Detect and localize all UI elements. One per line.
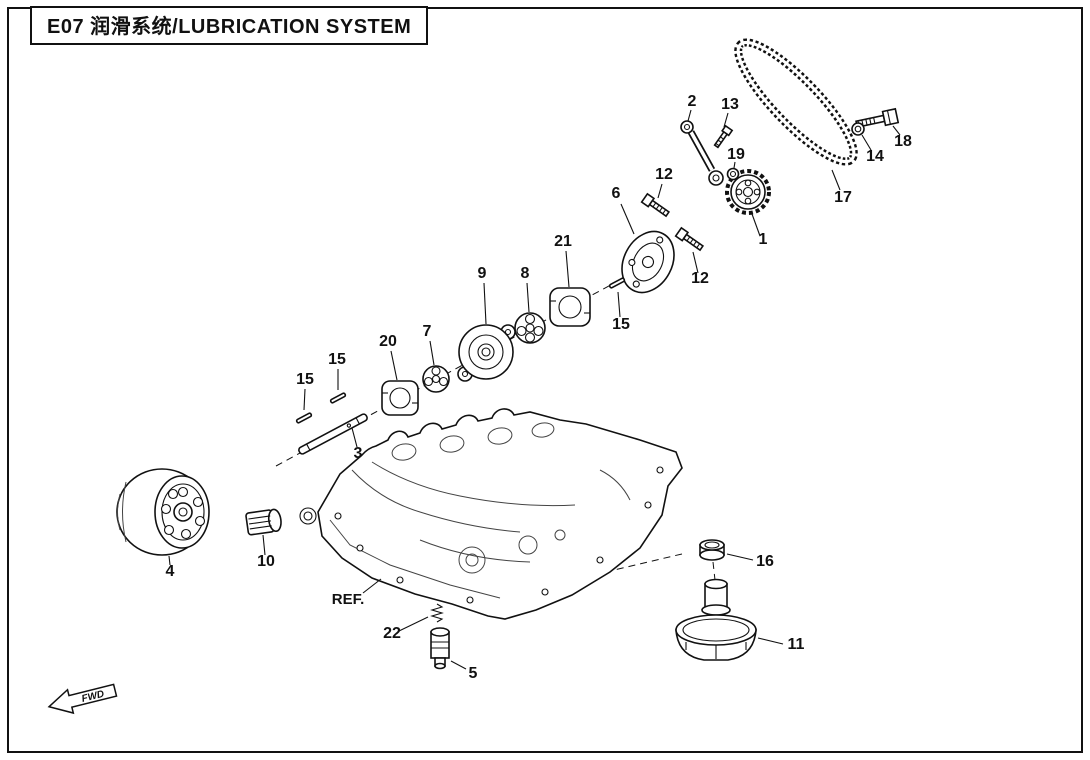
- page-title: E07 润滑系统/LUBRICATION SYSTEM: [30, 6, 429, 45]
- page-border: [7, 7, 1083, 753]
- oil-pipe: [680, 120, 724, 186]
- crankcase-ref: [299, 408, 683, 620]
- part-callout-17: 17: [834, 189, 852, 206]
- part-callout-8: 8: [521, 265, 530, 282]
- axis-line-3: [712, 561, 716, 581]
- sprocket: [725, 169, 771, 215]
- part-callout-7: 7: [423, 323, 432, 340]
- oil-strainer: [675, 578, 757, 661]
- fwd-arrow: FWD: [47, 683, 118, 715]
- relief-valve: [430, 627, 450, 670]
- oil-fitting: [245, 508, 282, 536]
- part-callout-20: 20: [379, 333, 397, 350]
- part-callout-22: 22: [383, 625, 401, 642]
- oil-filter: [116, 468, 210, 556]
- part-callout-21: 21: [554, 233, 572, 250]
- spring: [430, 603, 444, 623]
- ref-label: REF.: [332, 591, 365, 608]
- part-callout-5: 5: [469, 665, 478, 682]
- pump-body: [457, 324, 516, 382]
- strainer-cap: [699, 539, 725, 561]
- part-callout-4: 4: [166, 563, 175, 580]
- pin-15c: [295, 412, 313, 424]
- part-callout-13: 13: [721, 96, 739, 113]
- part-callout-16: 16: [756, 553, 774, 570]
- bolt-13: [713, 124, 734, 149]
- pump-shaft: [298, 413, 368, 455]
- part-callout-14: 14: [866, 148, 884, 165]
- part-callout-10: 10: [257, 553, 275, 570]
- part-callout-2: 2: [688, 93, 697, 110]
- part-callout-11: 11: [788, 636, 805, 653]
- callout-layer: 1234567891011121213141515151617181920212…: [166, 93, 912, 682]
- chain: [734, 38, 858, 166]
- part-callout-12: 12: [691, 270, 709, 287]
- washer-19: [726, 167, 740, 181]
- part-callout-3: 3: [354, 445, 363, 462]
- fwd-label: FWD: [81, 689, 106, 705]
- part-callout-12: 12: [655, 166, 673, 183]
- leader-lines: [168, 109, 901, 670]
- part-callout-15: 15: [612, 316, 630, 333]
- part-callout-15: 15: [328, 351, 346, 368]
- part-callout-18: 18: [894, 133, 912, 150]
- outer-rotor-20: [381, 380, 419, 416]
- part-callout-6: 6: [612, 185, 621, 202]
- bolt-12a: [640, 192, 671, 218]
- part-callout-19: 19: [727, 146, 745, 163]
- part-callout-9: 9: [478, 265, 487, 282]
- inner-rotor-7: [422, 365, 450, 393]
- part-callout-1: 1: [759, 231, 768, 248]
- bolt-18: [855, 107, 900, 129]
- pump-cover: [621, 230, 675, 294]
- pin-15a: [608, 277, 626, 289]
- washer-14: [851, 122, 865, 136]
- axis-line-2: [499, 552, 687, 598]
- pin-15b: [329, 392, 347, 404]
- bolt-12b: [674, 226, 705, 252]
- outer-rotor-21: [549, 287, 591, 327]
- part-callout-15: 15: [296, 371, 314, 388]
- inner-rotor-8: [514, 312, 546, 344]
